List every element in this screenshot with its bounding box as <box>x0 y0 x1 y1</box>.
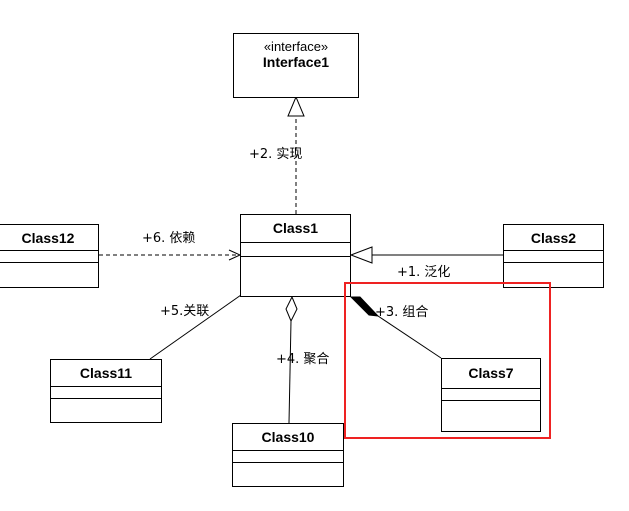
edge-dependency <box>99 249 242 261</box>
class-class10[interactable]: Class10 <box>232 423 344 487</box>
class7-name: Class7 <box>468 365 513 381</box>
highlight-box <box>344 282 551 439</box>
class-class2[interactable]: Class2 <box>503 224 604 288</box>
class-class1[interactable]: Class1 <box>240 214 351 297</box>
label-association: +5.关联 <box>160 304 209 319</box>
class2-name: Class2 <box>531 230 576 246</box>
class-class7[interactable]: Class7 <box>441 358 541 432</box>
edge-composition <box>349 296 442 359</box>
label-dependency: +6. 依赖 <box>142 231 195 246</box>
class-interface1[interactable]: «interface» Interface1 <box>233 33 359 98</box>
interface1-stereotype: «interface» <box>264 39 328 54</box>
label-generalization: +1. 泛化 <box>397 265 450 280</box>
class12-name: Class12 <box>22 230 75 246</box>
class-class12[interactable]: Class12 <box>0 224 99 288</box>
class10-name: Class10 <box>262 429 315 445</box>
class-class11[interactable]: Class11 <box>50 359 162 423</box>
edge-aggregation <box>285 295 298 424</box>
edge-generalization <box>349 246 503 264</box>
interface1-name: Interface1 <box>263 54 329 70</box>
edge-realization <box>287 95 305 214</box>
label-aggregation: +4. 聚合 <box>276 352 329 367</box>
label-realization: +2. 实现 <box>249 147 302 162</box>
class11-name: Class11 <box>80 365 132 381</box>
label-composition: +3. 组合 <box>375 305 428 320</box>
class1-name: Class1 <box>273 220 318 236</box>
edge-association <box>149 294 242 360</box>
